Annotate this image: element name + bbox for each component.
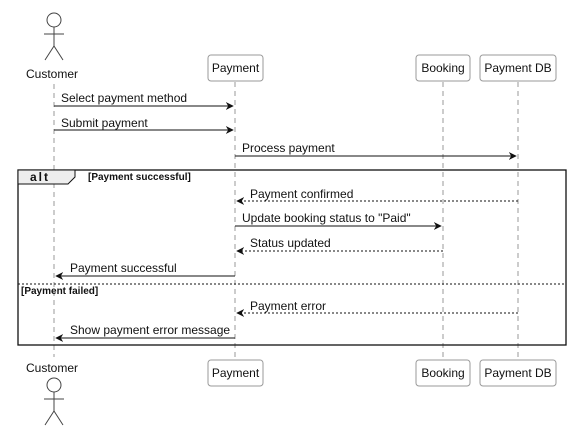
- message-submit-payment: Submit payment: [54, 116, 234, 134]
- message-process-payment: Process payment: [235, 141, 517, 160]
- message-label: Status updated: [250, 236, 331, 250]
- message-payment-confirmed: Payment confirmed: [236, 187, 518, 205]
- message-payment-successful: Payment successful: [55, 261, 235, 280]
- payment-label-bottom: Payment: [212, 366, 260, 380]
- customer-label-bottom: Customer: [26, 361, 78, 375]
- message-label: Show payment error message: [70, 323, 230, 337]
- alt-fragment-tag-label: alt: [30, 170, 50, 184]
- customer-actor-top: [44, 12, 64, 61]
- message-label: Submit payment: [61, 116, 148, 130]
- message-show-payment-error: Show payment error message: [55, 323, 235, 342]
- message-status-updated: Status updated: [236, 236, 443, 255]
- message-label: Payment confirmed: [250, 187, 353, 201]
- message-label: Select payment method: [61, 91, 187, 105]
- booking-label-top: Booking: [421, 61, 464, 75]
- message-payment-error: Payment error: [236, 299, 518, 317]
- booking-box-top: Booking: [415, 54, 471, 82]
- booking-box-bottom: Booking: [415, 359, 471, 387]
- message-select-payment-method: Select payment method: [54, 91, 234, 110]
- alt-fragment-tag: [17, 169, 76, 185]
- message-label: Update booking status to "Paid": [242, 211, 411, 225]
- payment-box-top: Payment: [207, 54, 264, 82]
- message-label: Payment error: [250, 299, 326, 313]
- paymentdb-label-bottom: Payment DB: [484, 366, 551, 380]
- alt-fragment-frame: [17, 169, 567, 346]
- booking-label-bottom: Booking: [421, 366, 464, 380]
- guard-payment-failed: [Payment failed]: [21, 286, 98, 297]
- message-label: Payment successful: [70, 261, 177, 275]
- payment-label-top: Payment: [212, 61, 260, 75]
- customer-label-top: Customer: [26, 67, 78, 81]
- paymentdb-box-top: Payment DB: [479, 54, 557, 82]
- paymentdb-box-bottom: Payment DB: [479, 359, 557, 387]
- guard-payment-successful: [Payment successful]: [88, 172, 191, 183]
- message-label: Process payment: [242, 141, 335, 155]
- message-update-booking-status: Update booking status to "Paid": [235, 211, 442, 230]
- customer-actor-bottom: [44, 377, 64, 426]
- paymentdb-label-top: Payment DB: [484, 61, 551, 75]
- payment-box-bottom: Payment: [207, 359, 264, 387]
